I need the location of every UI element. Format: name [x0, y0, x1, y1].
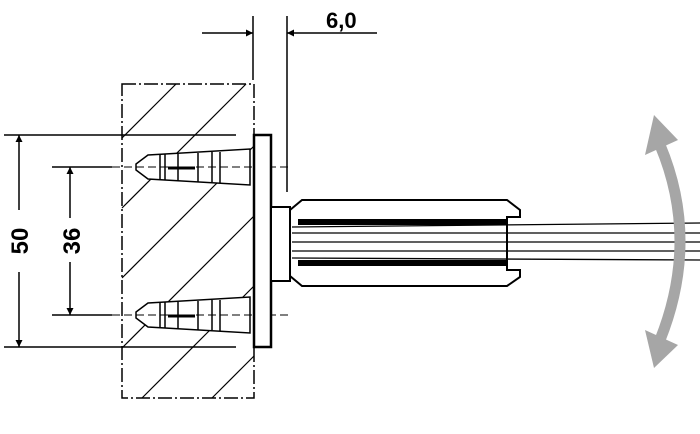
dimension-outer-height — [4, 134, 236, 348]
dimension-offset — [202, 16, 377, 192]
dimension-hole-spacing — [52, 166, 112, 316]
dimension-outer-height-label: 50 — [7, 228, 34, 255]
wall-block — [121, 83, 255, 399]
dimension-hole-spacing-label: 36 — [59, 228, 86, 255]
base-plate — [252, 133, 273, 349]
glass-clamp — [289, 199, 521, 287]
glass-panel — [291, 222, 700, 261]
block-outline — [121, 83, 255, 399]
dimension-offset-label: 6,0 — [326, 8, 357, 33]
hatching — [121, 83, 255, 399]
rotation-arrow-icon — [645, 115, 686, 368]
boss — [270, 206, 291, 282]
wall-plug-bottom — [100, 296, 290, 334]
wall-plug-top — [100, 148, 290, 186]
